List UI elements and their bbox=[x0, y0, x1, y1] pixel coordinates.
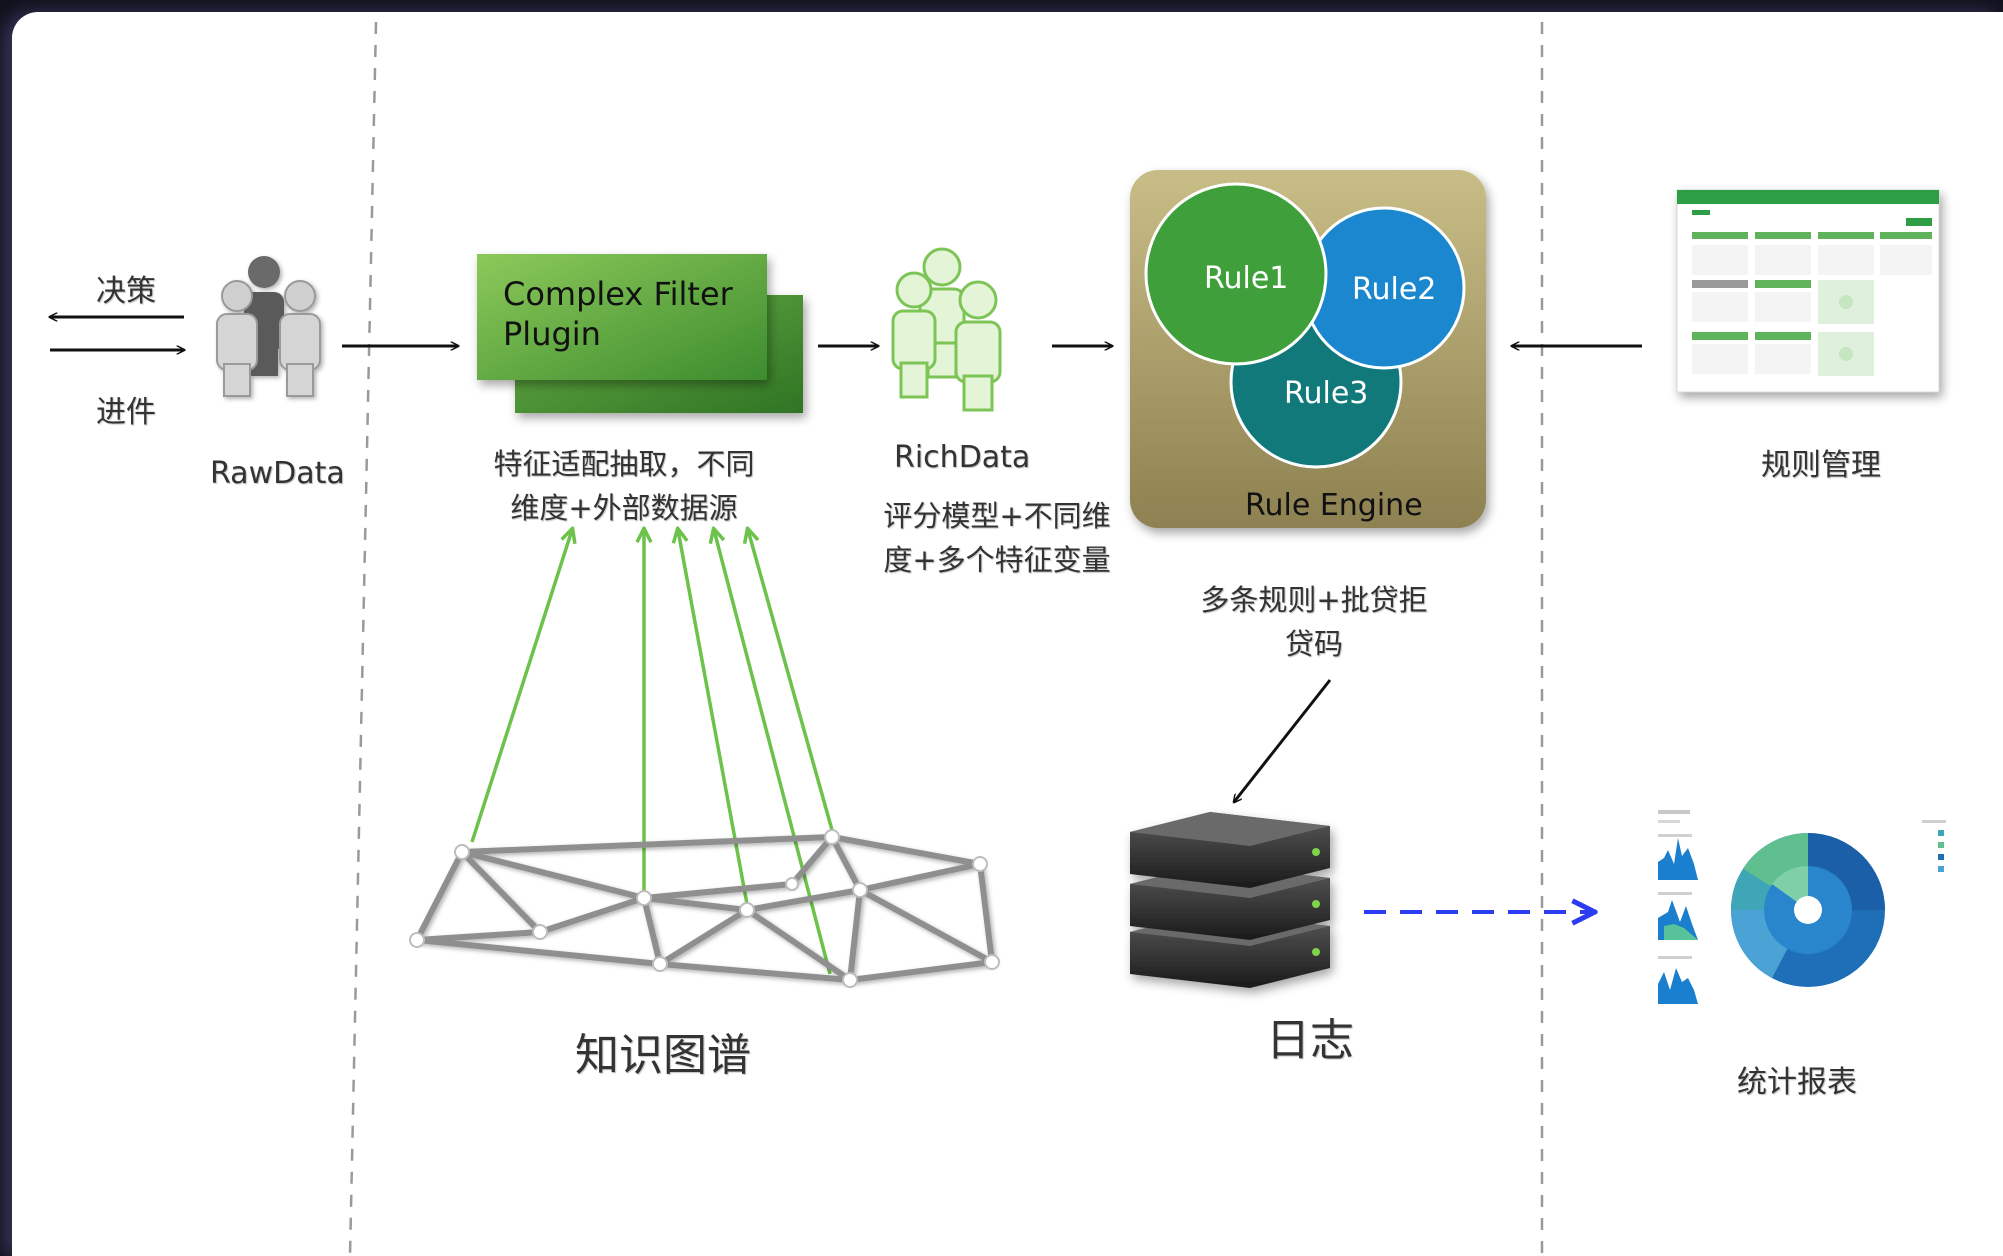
knowledge-graph-network-icon bbox=[414, 834, 995, 983]
people-group-gray-icon bbox=[216, 256, 321, 397]
incoming-label: 进件 bbox=[96, 395, 156, 430]
richdata-desc-line1: 评分模型+不同维 bbox=[883, 499, 1111, 533]
richdata-label: RichData bbox=[894, 440, 1031, 475]
rawdata-label: RawData bbox=[210, 456, 345, 491]
dashboard-thumbnail-icon bbox=[1676, 189, 1940, 393]
report-thumbnail-icon bbox=[1652, 804, 1952, 1016]
report-label: 统计报表 bbox=[1737, 1065, 1857, 1100]
richdata-description: 评分模型+不同维 度+多个特征变量 bbox=[864, 494, 1130, 582]
filter-plugin-card bbox=[477, 254, 767, 380]
log-label: 日志 bbox=[1266, 1015, 1354, 1066]
rule2-label: Rule2 bbox=[1352, 272, 1437, 307]
engine-desc-line2: 贷码 bbox=[1284, 627, 1343, 661]
knowledge-graph-nodes bbox=[409, 829, 1000, 988]
engine-desc-line1: 多条规则+批贷拒 bbox=[1200, 583, 1428, 617]
rule-engine-description: 多条规则+批贷拒 贷码 bbox=[1178, 578, 1450, 666]
decision-label: 决策 bbox=[96, 274, 156, 309]
rules-management-label: 规则管理 bbox=[1761, 448, 1881, 483]
server-stack-icon bbox=[1130, 812, 1330, 988]
diagram-graphics bbox=[12, 21, 1952, 1256]
knowledge-graph-label: 知识图谱 bbox=[575, 1030, 751, 1081]
rule1-label: Rule1 bbox=[1204, 261, 1289, 296]
filter-plugin-title-line1: Complex Filter bbox=[503, 275, 733, 313]
rule-engine-title: Rule Engine bbox=[1245, 488, 1423, 523]
richdata-desc-line2: 度+多个特征变量 bbox=[883, 543, 1111, 577]
diagram-canvas: 决策 进件 RawData Complex Filter Plugin 特征适配… bbox=[12, 12, 2003, 1256]
filter-plugin-title-line2: Plugin bbox=[503, 315, 601, 353]
separator-line-left bbox=[348, 21, 378, 1256]
engine-to-log-arrow bbox=[1234, 679, 1332, 802]
filter-desc-line1: 特征适配抽取，不同 bbox=[493, 447, 755, 481]
filter-desc-line2: 维度+外部数据源 bbox=[510, 491, 738, 525]
rule3-label: Rule3 bbox=[1284, 376, 1369, 411]
filter-plugin-title: Complex Filter Plugin bbox=[503, 274, 733, 354]
filter-plugin-description: 特征适配抽取，不同 维度+外部数据源 bbox=[469, 442, 779, 530]
rule1-circle bbox=[1144, 182, 1328, 366]
people-group-green-icon bbox=[891, 247, 1002, 412]
